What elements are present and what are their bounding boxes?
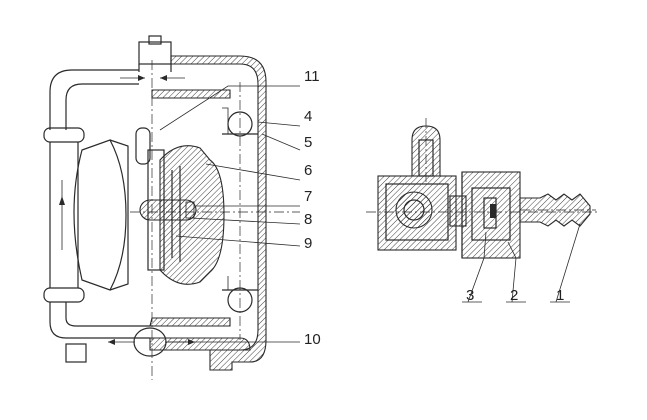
label-part-7: 7	[304, 188, 312, 205]
label-part-1: 1	[556, 287, 564, 304]
label-part-9: 9	[304, 235, 312, 252]
check-valves	[222, 82, 258, 340]
pump-part-labels: 11 4 5 6 7 8 9 10	[304, 68, 321, 348]
valve-body	[377, 175, 467, 251]
pump-leader-lines	[159, 85, 301, 343]
pump-section-view: 11 4 5 6 7 8 9 10	[43, 35, 321, 380]
valve-part-labels: 3 2 1	[466, 287, 564, 304]
valve-spool-housing	[461, 171, 521, 259]
right-diaphragm	[135, 127, 225, 285]
label-part-10: 10	[304, 331, 321, 348]
label-part-11: 11	[304, 68, 320, 85]
right-casing	[149, 55, 267, 371]
label-part-4: 4	[304, 108, 312, 125]
label-part-3: 3	[466, 287, 474, 304]
air-valve-detail: 3 2 1	[366, 118, 600, 304]
left-diaphragm-chamber	[59, 139, 129, 291]
valve-barb-fitting	[519, 193, 596, 227]
label-part-5: 5	[304, 134, 312, 151]
top-flow-arrows	[120, 75, 185, 81]
valve-top-nozzle	[411, 118, 441, 184]
inlet-flange	[138, 35, 172, 72]
label-part-8: 8	[304, 211, 312, 228]
label-part-2: 2	[510, 287, 518, 304]
bottom-outlet	[65, 327, 195, 363]
label-part-6: 6	[304, 162, 312, 179]
valve-leader-lines	[462, 223, 581, 303]
